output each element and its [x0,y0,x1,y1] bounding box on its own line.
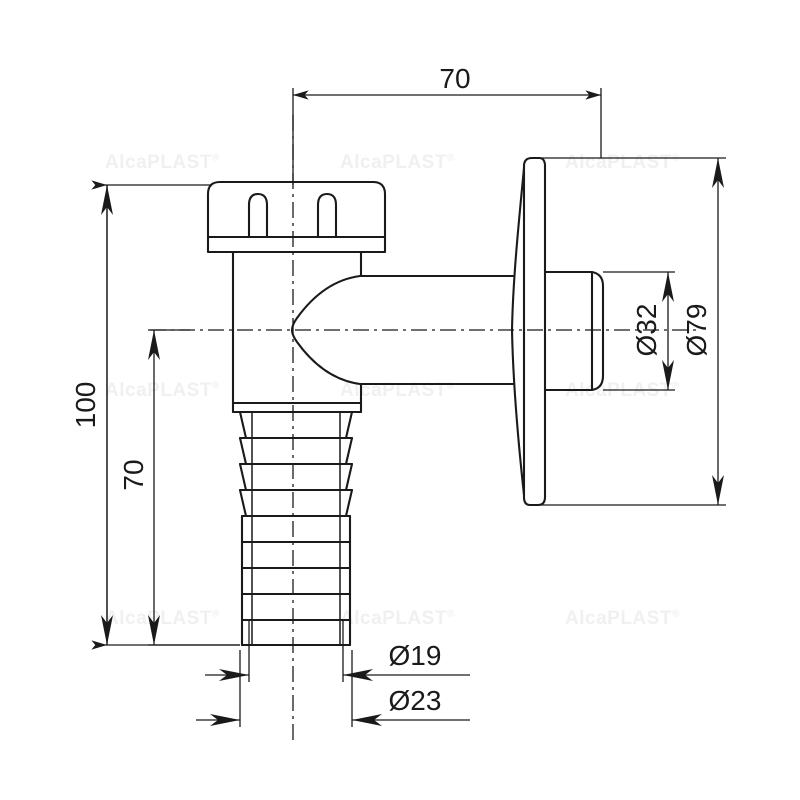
part-inner-throat [290,274,362,386]
centerlines [150,115,700,745]
dimension-70-top [292,88,602,185]
dimension-100-left [91,180,240,650]
part-wall-rosette [510,156,547,507]
dimension-d79-right [540,157,726,506]
part-wall-spigot [543,270,605,392]
dimension-label-70-top: 70 [439,63,470,94]
dimension-label-d23-bottom: Ø23 [389,685,442,716]
dimension-label-d79-right: Ø79 [681,304,712,357]
dimension-d23-bottom [196,650,470,727]
part-inlet-neck [231,250,363,414]
part-top-collar [206,180,387,254]
dimension-label-100-left: 100 [70,382,101,429]
dimension-label-d32-right: Ø32 [631,304,662,357]
dimension-d19-bottom [205,620,470,682]
dimension-70-left [148,329,240,646]
part-horizontal-stem [359,274,515,386]
dimension-d32-right [603,271,675,391]
part-hose-barb [238,410,354,647]
dimension-label-d19-bottom: Ø19 [389,640,442,671]
dimension-label-70-left: 70 [118,459,149,490]
